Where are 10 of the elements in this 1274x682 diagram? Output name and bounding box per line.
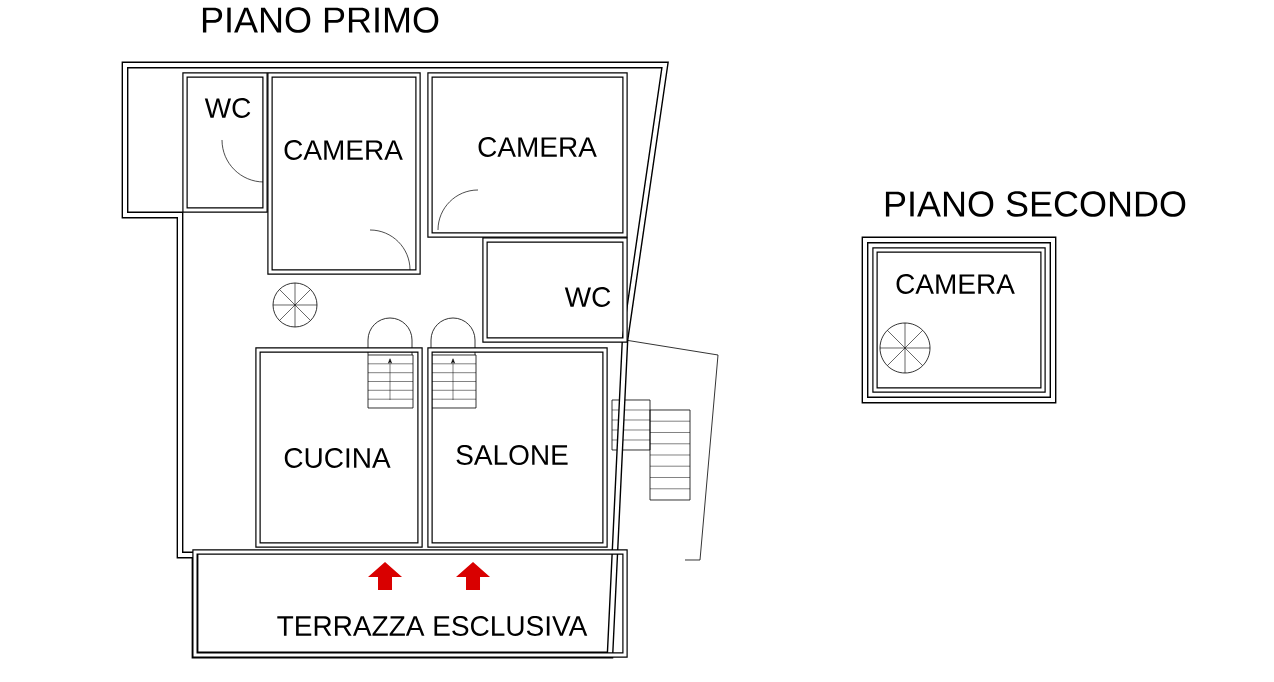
room: TERRAZZA ESCLUSIVA <box>192 549 628 658</box>
room: WC <box>482 237 628 343</box>
node-label: PIANO SECONDO <box>885 191 1186 217</box>
room: WC <box>182 72 268 213</box>
node-label: PIANO PRIMO <box>202 7 439 33</box>
room: CAMERA <box>872 247 1046 393</box>
room: SALONE <box>427 347 608 548</box>
room: CAMERA <box>427 72 628 238</box>
room: CUCINA <box>255 347 423 548</box>
room: CAMERA <box>267 72 421 275</box>
